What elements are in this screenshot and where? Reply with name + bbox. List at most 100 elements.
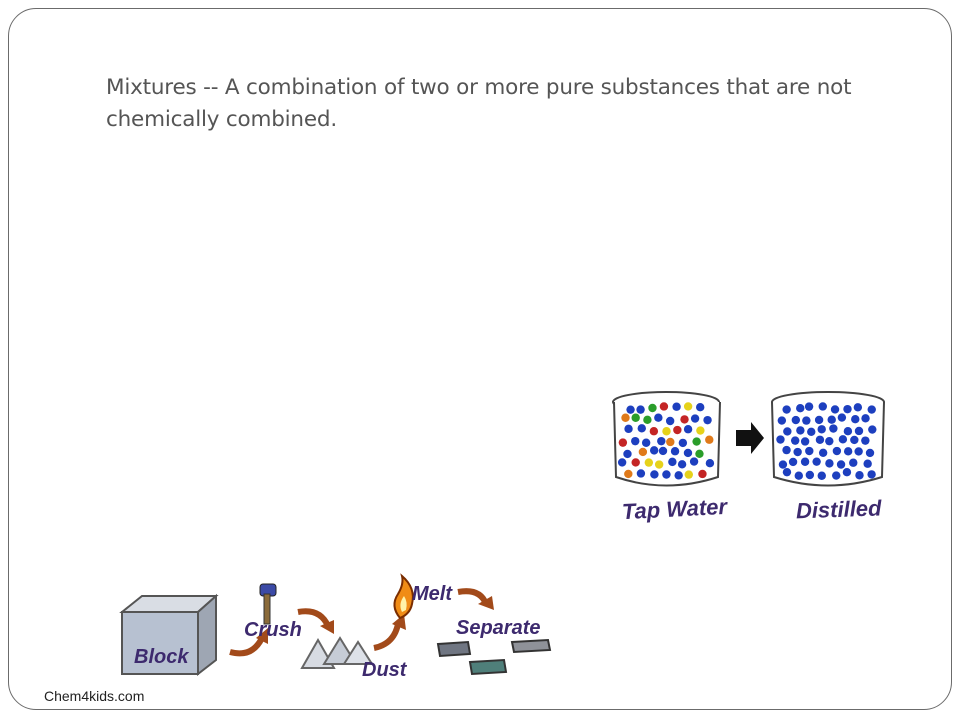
water-molecule-dot <box>657 436 666 446</box>
water-molecule-dot <box>796 404 805 413</box>
water-molecule-dot <box>783 427 792 436</box>
water-molecule-dot <box>838 435 848 444</box>
right-arrow-icon <box>736 422 764 454</box>
water-molecule-dot <box>830 405 840 414</box>
water-molecule-dot <box>815 435 825 444</box>
water-molecule-dot <box>692 437 701 446</box>
block-icon <box>119 593 219 677</box>
water-molecule-dot <box>804 402 814 411</box>
water-molecule-dot <box>705 459 715 468</box>
source-credit: Chem4kids.com <box>44 688 145 704</box>
water-molecule-dot <box>832 446 842 456</box>
water-molecule-dot <box>782 445 791 455</box>
water-molecule-dot <box>843 447 853 456</box>
water-molecule-dot <box>623 449 632 459</box>
water-molecule-dot <box>644 458 654 467</box>
water-molecule-dot <box>683 425 693 434</box>
water-molecule-dot <box>641 438 651 447</box>
water-molecule-dot <box>674 471 683 480</box>
water-molecule-dot <box>782 405 791 414</box>
water-molecule-dot <box>678 438 688 448</box>
water-molecule-dot <box>867 470 876 479</box>
water-molecule-dot <box>790 436 800 445</box>
water-molecule-dot <box>662 427 671 436</box>
water-molecule-dot <box>849 458 858 467</box>
curved-arrow-icon <box>297 608 331 628</box>
tap-water-beaker <box>612 391 721 487</box>
water-molecule-dot <box>805 446 814 456</box>
water-molecule-dot <box>868 425 877 434</box>
curved-arrow-icon <box>373 623 401 651</box>
water-molecule-dot <box>703 415 712 425</box>
water-molecule-dot <box>851 415 860 424</box>
step-separate-label: Separate <box>456 617 541 639</box>
water-molecule-dot <box>680 415 689 424</box>
water-molecule-dot <box>855 471 864 480</box>
water-molecule-dot <box>812 457 821 466</box>
water-molecule-dot <box>825 436 834 446</box>
water-molecule-dot <box>825 459 834 468</box>
water-molecule-dot <box>683 448 693 458</box>
water-molecule-dot <box>666 437 675 447</box>
water-molecule-dot <box>850 435 859 445</box>
water-molecule-dot <box>684 470 693 479</box>
step-melt-label: Melt <box>412 583 453 605</box>
step-block-label: Block <box>134 646 189 668</box>
water-molecule-dot <box>624 424 633 434</box>
water-molecule-dot <box>827 415 836 424</box>
water-molecule-dot <box>665 416 675 426</box>
water-molecule-dot <box>621 413 630 422</box>
water-molecule-dot <box>648 403 657 413</box>
water-molecule-dot <box>631 458 640 467</box>
water-molecule-dot <box>800 457 810 466</box>
water-molecule-dot <box>618 438 628 447</box>
water-molecule-dot <box>668 457 677 467</box>
water-molecule-dot <box>662 470 671 479</box>
flame-icon <box>393 573 414 620</box>
water-molecule-dot <box>677 460 687 469</box>
water-molecule-dot <box>636 469 646 478</box>
water-molecule-dot <box>624 469 633 479</box>
water-molecule-dot <box>818 402 827 411</box>
water-molecule-dot <box>659 402 669 411</box>
water-molecule-dot <box>658 446 668 456</box>
water-molecule-dot <box>863 459 872 468</box>
water-molecule-dot <box>805 470 815 480</box>
water-molecule-dot <box>654 460 664 469</box>
water-molecule-dot <box>695 449 704 459</box>
water-molecule-dot <box>698 469 707 479</box>
water-molecule-dot <box>807 427 816 436</box>
water-molecule-dot <box>794 471 803 480</box>
water-molecule-dot <box>637 424 646 433</box>
water-molecule-dot <box>796 426 805 435</box>
water-molecule-dot <box>861 414 870 423</box>
water-molecule-dot <box>636 405 645 414</box>
water-molecule-dot <box>696 403 705 412</box>
water-molecule-dot <box>776 435 785 444</box>
water-molecule-dot <box>617 458 627 467</box>
water-molecule-dot <box>683 402 693 411</box>
water-molecule-dot <box>817 425 826 434</box>
water-molecule-dot <box>626 405 635 414</box>
water-molecule-dot <box>670 447 680 456</box>
water-molecule-dot <box>672 402 681 411</box>
water-molecule-dot <box>631 436 640 446</box>
water-molecule-dot <box>654 413 663 422</box>
water-molecule-dot <box>861 436 870 445</box>
water-molecule-dot <box>802 416 811 425</box>
water-molecule-dot <box>832 471 841 480</box>
water-molecule-dot <box>673 425 682 435</box>
water-molecule-dot <box>867 405 876 414</box>
water-molecule-dot <box>818 448 828 458</box>
step-crush-label: Crush <box>244 619 302 641</box>
water-molecule-dot <box>696 426 705 435</box>
water-molecule-dot <box>817 471 826 480</box>
water-molecule-dot <box>837 413 847 422</box>
distilled-water-beaker <box>771 391 885 487</box>
water-molecule-dot <box>650 470 659 479</box>
water-molecule-dot <box>854 426 864 436</box>
dust-piles-icon <box>300 636 374 669</box>
water-molecule-dot <box>836 460 846 469</box>
water-molecule-dot <box>689 457 699 466</box>
water-molecule-dot <box>842 467 852 477</box>
